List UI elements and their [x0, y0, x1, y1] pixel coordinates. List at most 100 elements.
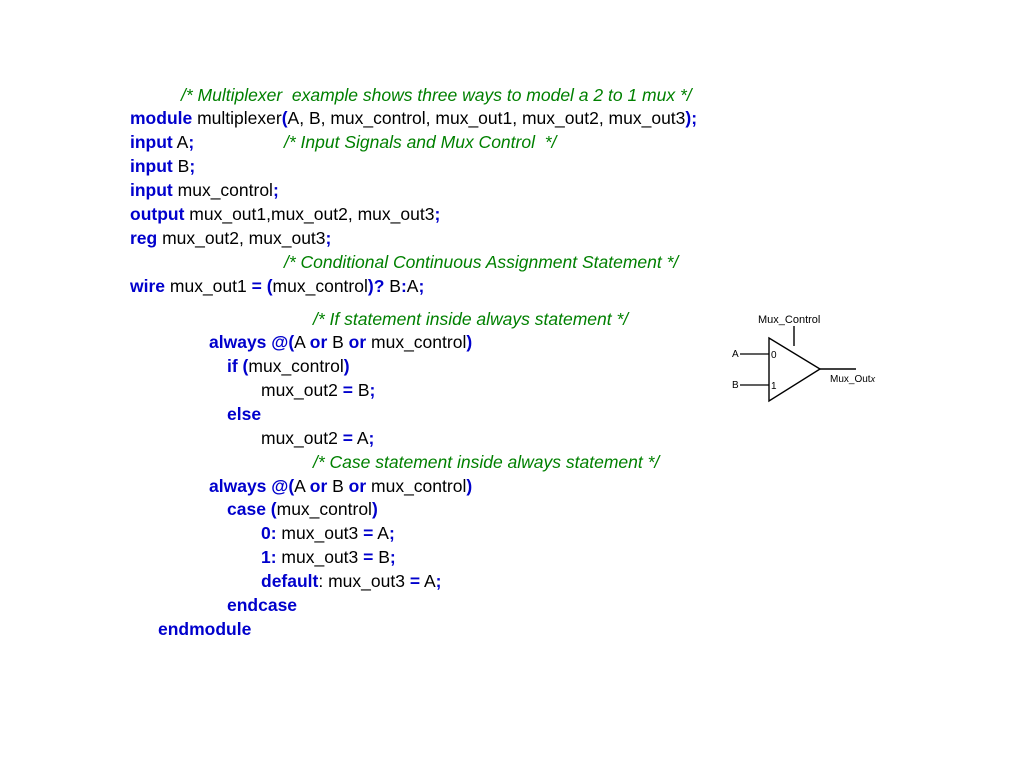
code-text: mux_out3 — [276, 547, 364, 567]
code-keyword: wire — [130, 276, 166, 296]
code-line: always @(A or B or mux_control) — [209, 331, 472, 353]
code-keyword: 0: — [261, 523, 277, 543]
code-text: mux_control — [272, 276, 368, 296]
code-line: /* Conditional Continuous Assignment Sta… — [284, 251, 678, 273]
code-keyword: module — [130, 108, 193, 128]
code-text: A — [373, 523, 389, 543]
code-text: multiplexer — [192, 108, 282, 128]
code-text: B — [172, 156, 190, 176]
code-text: mux_out3 — [276, 523, 364, 543]
code-keyword: ; — [188, 132, 195, 152]
output-label: Mux_Outx — [830, 374, 876, 385]
code-line: input A; — [130, 131, 194, 153]
code-keyword: ) — [343, 356, 350, 376]
code-keyword: ) — [466, 332, 473, 352]
input-a-label: A — [732, 349, 739, 360]
code-keyword: output — [130, 204, 185, 224]
code-line: reg mux_out2, mux_out3; — [130, 227, 331, 249]
code-text: B — [327, 332, 349, 352]
select-1-label: 1 — [771, 381, 777, 392]
code-keyword: ( — [266, 276, 273, 296]
code-text: mux_control — [172, 180, 273, 200]
code-keyword: ; — [189, 156, 196, 176]
code-keyword: = — [342, 428, 353, 448]
code-text: B — [352, 380, 370, 400]
code-text: mux_control — [366, 332, 467, 352]
code-keyword: always @( — [209, 332, 295, 352]
code-line: 0: mux_out3 = A; — [261, 522, 395, 544]
code-keyword: or — [309, 476, 328, 496]
code-text: A, B, mux_control, mux_out1, mux_out2, m… — [287, 108, 686, 128]
code-text: : mux_out3 — [318, 571, 410, 591]
code-line: else — [227, 403, 261, 425]
code-keyword: ; — [418, 276, 425, 296]
code-keyword: endmodule — [158, 619, 252, 639]
code-comment: /* Multiplexer example shows three ways … — [181, 85, 692, 105]
code-line: output mux_out1,mux_out2, mux_out3; — [130, 203, 440, 225]
code-keyword: ) — [466, 476, 473, 496]
code-keyword: = — [251, 276, 262, 296]
code-keyword: else — [227, 404, 262, 424]
code-text: A — [172, 132, 189, 152]
code-line: module multiplexer(A, B, mux_control, mu… — [130, 107, 697, 129]
code-keyword: ( — [281, 108, 288, 128]
code-text: B — [327, 476, 349, 496]
code-line: endcase — [227, 594, 297, 616]
code-line: mux_out2 = A; — [261, 427, 374, 449]
code-keyword: if ( — [227, 356, 249, 376]
code-text: A — [352, 428, 369, 448]
code-keyword: ; — [388, 523, 395, 543]
code-keyword: ; — [368, 428, 375, 448]
code-text: mux_control — [248, 356, 344, 376]
code-line: /* Case statement inside always statemen… — [313, 451, 659, 473]
code-keyword: or — [309, 332, 328, 352]
code-line: input B; — [130, 155, 195, 177]
code-line: /* Input Signals and Mux Control */ — [284, 131, 556, 153]
code-keyword: endcase — [227, 595, 298, 615]
code-line: input mux_control; — [130, 179, 279, 201]
mux-triangle — [768, 336, 822, 403]
code-keyword: : — [400, 276, 407, 296]
mux-control-label: Mux_Control — [758, 314, 820, 326]
code-keyword: = — [409, 571, 421, 591]
code-line: 1: mux_out3 = B; — [261, 546, 396, 568]
code-text: mux_control — [276, 499, 372, 519]
code-text: mux_out1 — [165, 276, 252, 296]
code-comment: /* Input Signals and Mux Control */ — [284, 132, 557, 152]
code-keyword: input — [130, 180, 173, 200]
code-keyword: ; — [325, 228, 332, 248]
code-keyword: 1: — [261, 547, 277, 567]
code-text: mux_out1,mux_out2, mux_out3 — [184, 204, 435, 224]
input-b-label: B — [732, 380, 739, 391]
code-keyword: or — [348, 476, 367, 496]
code-line: wire mux_out1 = (mux_control)? B:A; — [130, 275, 424, 297]
code-text: B — [384, 276, 401, 296]
code-keyword: ; — [435, 571, 442, 591]
code-text: A — [294, 476, 310, 496]
code-keyword: reg — [130, 228, 158, 248]
code-text: mux_control — [366, 476, 467, 496]
code-line: case (mux_control) — [227, 498, 378, 520]
code-keyword: ; — [434, 204, 441, 224]
code-comment: /* Conditional Continuous Assignment Sta… — [284, 252, 679, 272]
code-line: endmodule — [158, 618, 251, 640]
code-text: mux_out2, mux_out3 — [157, 228, 326, 248]
code-keyword: = — [363, 523, 374, 543]
mux-diagram: Mux_Control A 0 B 1 Mux_Outx — [732, 314, 876, 403]
code-keyword: always @( — [209, 476, 295, 496]
code-text: A — [294, 332, 310, 352]
code-keyword: default — [261, 571, 319, 591]
code-keyword: ; — [389, 547, 396, 567]
code-line: mux_out2 = B; — [261, 379, 375, 401]
code-keyword: input — [130, 132, 173, 152]
code-keyword: input — [130, 156, 173, 176]
code-keyword: = — [342, 380, 353, 400]
code-text: mux_out2 — [261, 380, 343, 400]
code-line: /* Multiplexer example shows three ways … — [181, 84, 692, 106]
code-text: mux_out2 — [261, 428, 343, 448]
code-comment: /* Case statement inside always statemen… — [313, 452, 660, 472]
code-text: A — [406, 276, 419, 296]
code-line: /* If statement inside always statement … — [313, 308, 628, 330]
code-line: default: mux_out3 = A; — [261, 570, 441, 592]
